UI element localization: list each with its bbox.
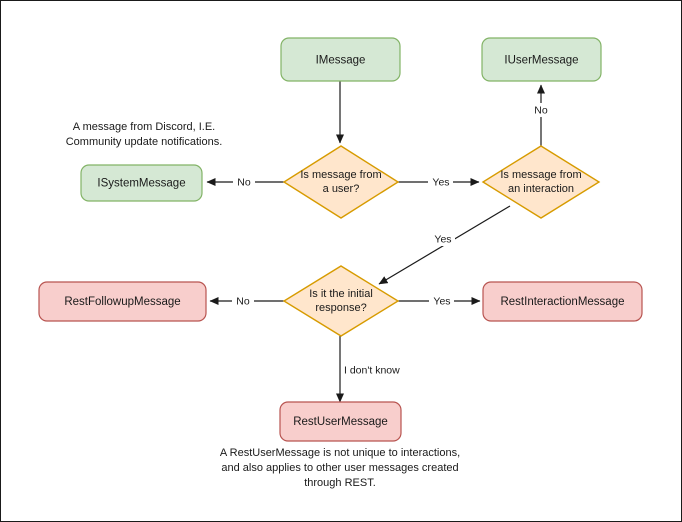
- edge-label-yes-interaction: Yes: [432, 176, 449, 188]
- edge-decision-interaction-no: No: [530, 84, 552, 149]
- decision-user-line2: a user?: [323, 183, 360, 195]
- edge-label-i-dont-know: I don't know: [344, 364, 400, 376]
- node-restinteractionmessage-label: RestInteractionMessage: [500, 296, 624, 308]
- node-restusermessage[interactable]: RestUserMessage: [279, 401, 402, 442]
- note-system-message: A message from Discord, I.E. Community u…: [66, 121, 223, 148]
- edge-label-no-usermessage: No: [534, 104, 548, 116]
- node-restfollowupmessage[interactable]: RestFollowupMessage: [38, 281, 207, 322]
- note-restuser-line2: and also applies to other user messages …: [221, 462, 458, 474]
- edge-label-no-system: No: [237, 176, 251, 188]
- edge-label-yes-restinteraction: Yes: [433, 295, 450, 307]
- decision-user-line1: Is message from: [300, 169, 381, 181]
- edge-decision-user-yes: Yes: [398, 175, 480, 189]
- note-restuser-line1: A RestUserMessage is not unique to inter…: [220, 447, 460, 459]
- node-isystemmessage-label: ISystemMessage: [97, 178, 185, 190]
- node-decision-is-message-from-user[interactable]: Is message from a user?: [282, 145, 400, 219]
- edge-label-no-followup: No: [236, 295, 250, 307]
- edge-decision-initial-yes: Yes: [398, 294, 481, 308]
- node-decision-is-initial-response[interactable]: Is it the initial response?: [282, 265, 400, 337]
- node-isystemmessage[interactable]: ISystemMessage: [80, 164, 203, 202]
- node-iusermessage[interactable]: IUserMessage: [481, 37, 602, 82]
- decision-initial-line2: response?: [315, 302, 366, 314]
- note-system-line1: A message from Discord, I.E.: [73, 121, 215, 133]
- edge-label-yes-initial: Yes: [434, 233, 451, 245]
- note-restuser-line3: through REST.: [304, 477, 376, 489]
- edge-decision-initial-unknown: I don't know: [336, 336, 402, 403]
- node-restinteractionmessage[interactable]: RestInteractionMessage: [482, 281, 643, 322]
- node-decision-is-message-from-interaction[interactable]: Is message from an interaction: [481, 145, 601, 219]
- decision-interaction-line1: Is message from: [500, 169, 581, 181]
- node-iusermessage-label: IUserMessage: [504, 55, 578, 67]
- node-restfollowupmessage-label: RestFollowupMessage: [64, 296, 180, 308]
- node-imessage-label: IMessage: [316, 55, 366, 67]
- decision-initial-line1: Is it the initial: [309, 288, 373, 300]
- decision-interaction-line2: an interaction: [508, 183, 574, 195]
- note-system-line2: Community update notifications.: [66, 136, 223, 148]
- note-rest-user-message: A RestUserMessage is not unique to inter…: [220, 447, 460, 489]
- node-imessage[interactable]: IMessage: [280, 37, 401, 82]
- edge-decision-interaction-yes: Yes: [378, 205, 511, 285]
- edge-decision-initial-no: No: [209, 294, 284, 308]
- node-restusermessage-label: RestUserMessage: [293, 416, 388, 428]
- edge-decision-user-no: No: [206, 175, 284, 189]
